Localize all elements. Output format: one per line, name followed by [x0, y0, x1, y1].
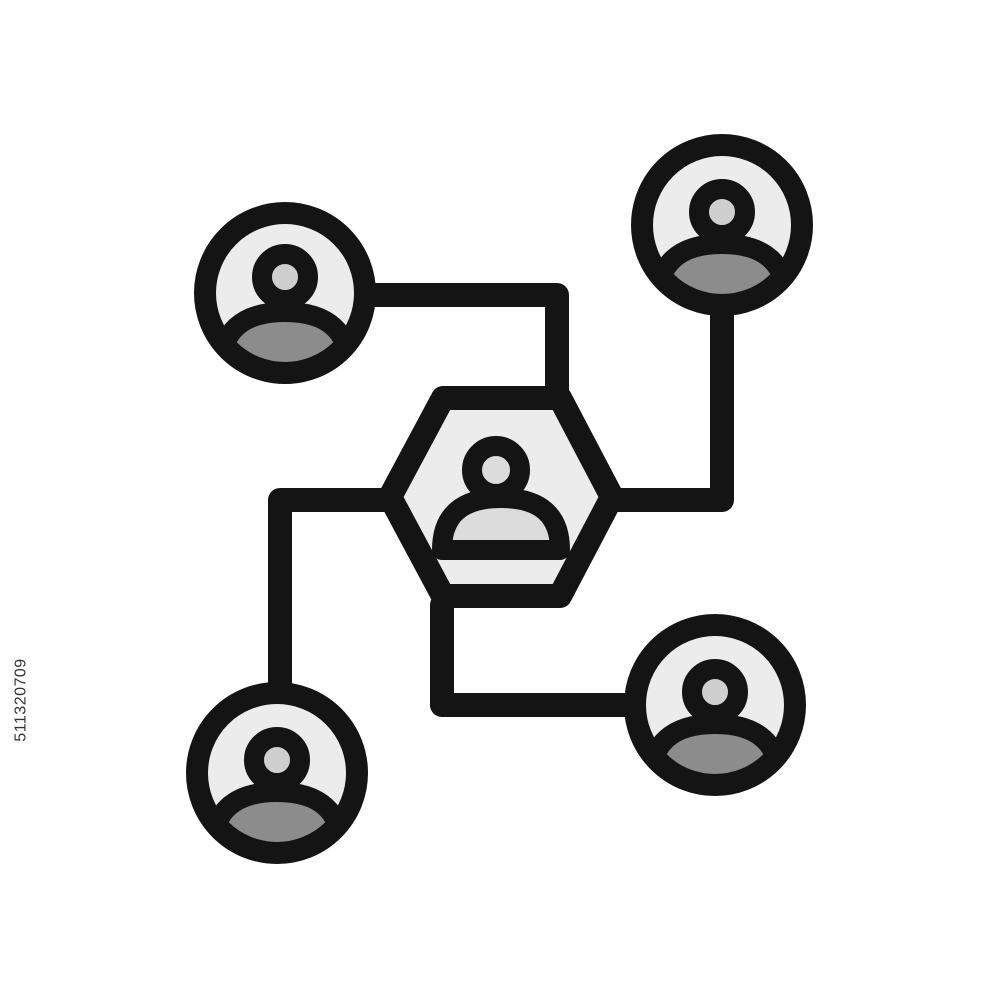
connector-bottom-right	[430, 593, 647, 717]
stock-id-text: 511320709	[13, 658, 30, 742]
avatar-top-right-head-icon	[689, 179, 755, 245]
stock-id-label: 511320709	[2, 500, 42, 900]
connector-top-left	[356, 283, 569, 407]
center-user-body-icon	[432, 488, 570, 560]
avatar-bottom-left-ring	[186, 682, 368, 864]
connector-bottom-left	[268, 488, 400, 707]
avatar-top-left-ring	[194, 202, 376, 384]
center-user-head-icon	[462, 436, 530, 504]
avatar-bottom-right	[624, 614, 806, 796]
center-user-node	[378, 386, 624, 608]
avatar-top-left-head-icon	[252, 244, 318, 310]
avatar-top-left	[194, 202, 376, 384]
avatar-top-right-ring	[631, 134, 813, 316]
connector-top-right	[600, 296, 734, 512]
avatar-top-right	[631, 134, 813, 316]
avatar-bottom-right-head-icon	[682, 659, 748, 725]
connector-lines	[268, 283, 734, 717]
avatar-bottom-left-head-icon	[244, 727, 310, 793]
avatar-bottom-left	[186, 682, 368, 864]
avatar-bottom-right-ring	[624, 614, 806, 796]
